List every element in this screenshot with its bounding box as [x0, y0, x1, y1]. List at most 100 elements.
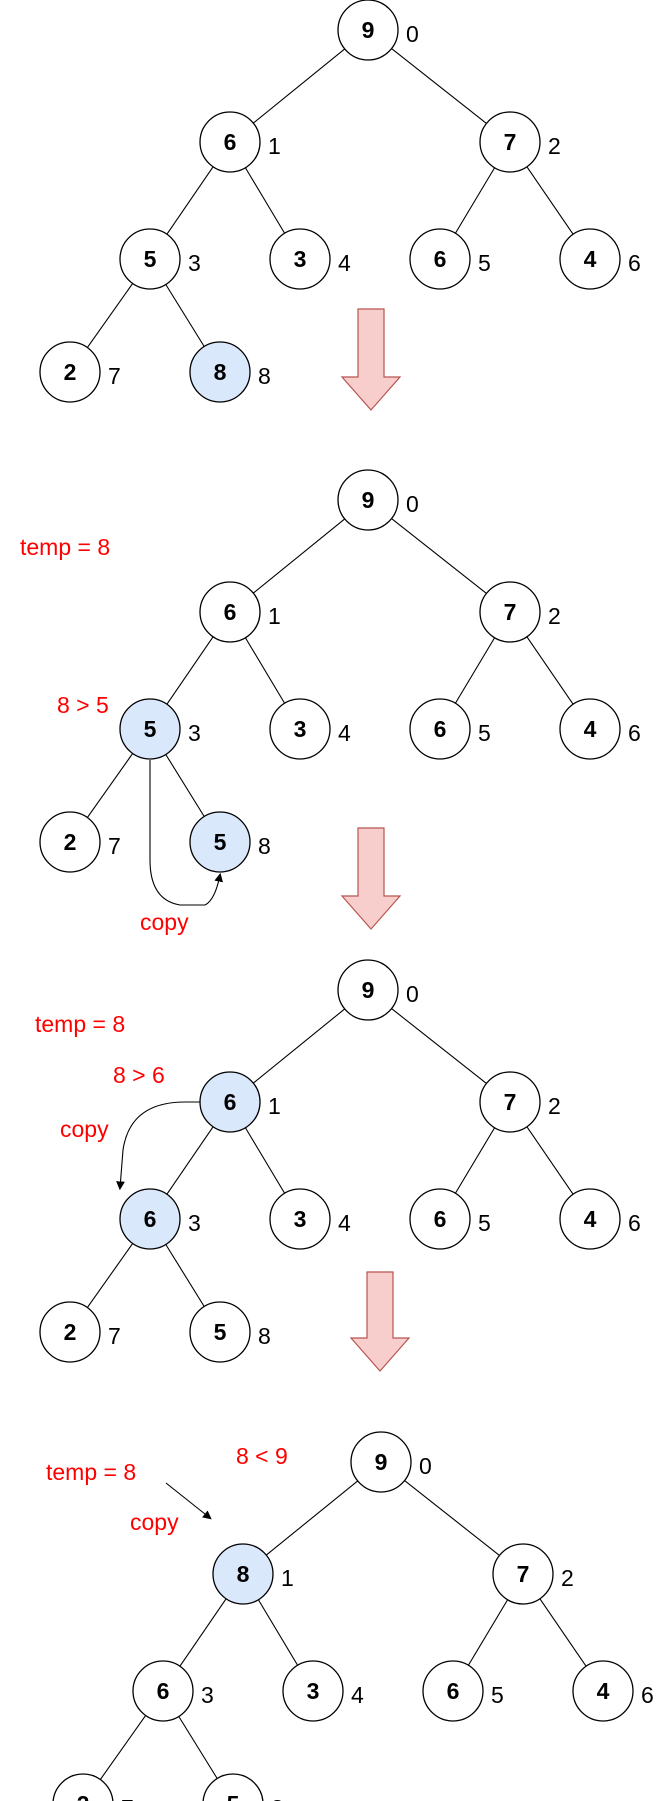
node-value: 7 — [517, 1561, 530, 1587]
tree-edge — [252, 48, 346, 124]
heap-node-circle — [189, 1301, 251, 1363]
node-value: 9 — [362, 487, 375, 513]
tree-edge — [244, 167, 286, 234]
node-value: 2 — [64, 1319, 77, 1345]
tree-edge — [467, 1599, 509, 1666]
node-index: 7 — [108, 363, 121, 389]
heap-node-circle — [409, 698, 471, 760]
node-value: 5 — [214, 829, 227, 855]
node-value: 9 — [362, 17, 375, 43]
heap-node-circle — [479, 1071, 541, 1133]
copy-arrow — [149, 760, 224, 906]
node-index: 6 — [628, 1210, 641, 1236]
copy-annotation: copy — [130, 1509, 179, 1535]
transition-arrow-3 — [349, 1271, 411, 1372]
node-value: 6 — [434, 1206, 447, 1232]
node-index: 4 — [338, 250, 351, 276]
heap-node-circle — [132, 1660, 194, 1722]
node-index: 4 — [338, 1210, 351, 1236]
node-index: 1 — [268, 133, 281, 159]
heap-node-circle — [269, 228, 331, 290]
heap-node-circle — [39, 341, 101, 403]
heap-node-circle — [422, 1660, 484, 1722]
node-value: 3 — [294, 1206, 307, 1232]
node-value: 6 — [157, 1678, 170, 1704]
heap-node-circle — [199, 111, 261, 173]
compare-annotation: 8 < 9 — [236, 1443, 288, 1469]
node-value: 2 — [64, 829, 77, 855]
node-index: 3 — [188, 250, 201, 276]
node-value: 8 — [237, 1561, 250, 1587]
node-index: 2 — [548, 1093, 561, 1119]
tree-edge — [244, 1127, 286, 1194]
tree-edge — [526, 1126, 574, 1195]
node-index: 0 — [406, 21, 419, 47]
heap-node-circle — [337, 959, 399, 1021]
node-index: 5 — [478, 250, 491, 276]
tree-edge — [165, 754, 205, 817]
heap-node-circle — [199, 581, 261, 643]
node-index: 5 — [478, 1210, 491, 1236]
node-value: 5 — [144, 716, 157, 742]
node-value: 3 — [307, 1678, 320, 1704]
tree-edge — [404, 1480, 500, 1556]
tree-edge — [391, 1008, 487, 1084]
tree-edge — [454, 167, 496, 234]
heap-node-circle — [269, 698, 331, 760]
node-index: 3 — [201, 1682, 214, 1708]
node-index: 5 — [478, 720, 491, 746]
heap-node-circle — [492, 1543, 554, 1605]
tree-edge — [252, 518, 346, 594]
heap-node-circle — [479, 111, 541, 173]
compare-annotation: 8 > 5 — [57, 692, 109, 718]
heap-node-circle — [479, 581, 541, 643]
heap-node: 58 — [202, 1773, 284, 1801]
node-value: 6 — [144, 1206, 157, 1232]
node-index: 1 — [268, 603, 281, 629]
heap-step-4: temp = 88 < 9copy908172633465462758 — [46, 1431, 654, 1801]
node-index: 0 — [406, 491, 419, 517]
heap-node-circle — [39, 811, 101, 873]
heap-node-highlighted-circle — [199, 1071, 261, 1133]
heap-node-circle — [409, 1188, 471, 1250]
node-value: 8 — [214, 359, 227, 385]
temp-annotation: temp = 8 — [20, 534, 110, 560]
copy-arrow — [116, 1101, 200, 1191]
node-value: 4 — [597, 1678, 610, 1704]
heap-node-circle — [39, 1301, 101, 1363]
node-value: 5 — [227, 1791, 240, 1801]
node-value: 6 — [447, 1678, 460, 1704]
node-value: 7 — [504, 129, 517, 155]
tree-edge — [454, 1127, 496, 1194]
heap-node-highlighted-circle — [212, 1543, 274, 1605]
tree-edge — [454, 637, 496, 704]
tree-edge — [391, 48, 487, 124]
tree-edge — [86, 753, 134, 818]
node-value: 6 — [224, 599, 237, 625]
transition-arrow-2 — [340, 827, 402, 930]
tree-edge — [86, 1243, 134, 1308]
tree-edge — [265, 1480, 359, 1556]
heap-node-circle — [559, 228, 621, 290]
node-index: 6 — [628, 250, 641, 276]
tree-edge — [178, 1716, 218, 1779]
